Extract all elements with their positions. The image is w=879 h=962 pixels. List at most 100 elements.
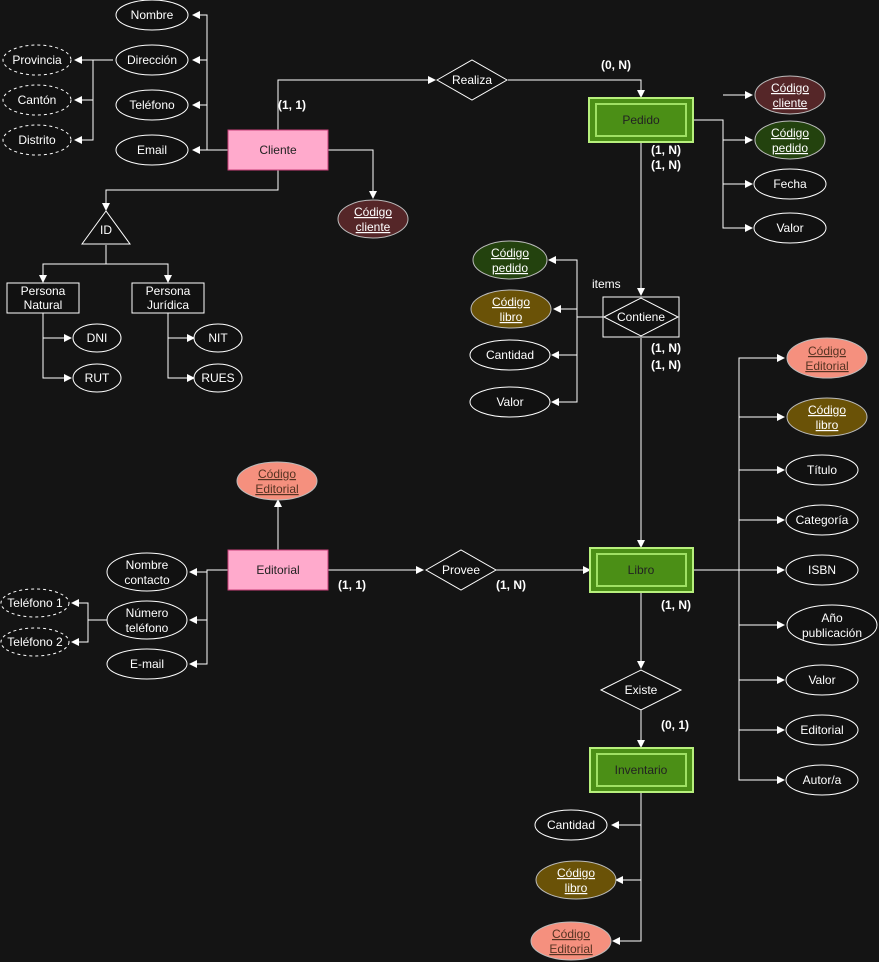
svg-text:Provincia: Provincia — [12, 53, 62, 67]
entity-persona-natural[interactable]: Persona Natural — [6, 282, 80, 314]
attr-libro-autor[interactable]: Autor/a — [785, 764, 859, 796]
relationship-existe[interactable]: Existe — [599, 669, 683, 711]
attr-libro-titulo[interactable]: Título — [785, 454, 859, 486]
attr-pedido-codigo-cliente[interactable]: Código cliente — [754, 75, 826, 115]
attr-canton[interactable]: Cantón — [2, 84, 72, 116]
attr-provincia[interactable]: Provincia — [2, 44, 72, 76]
attr-telefono-2[interactable]: Teléfono 2 — [0, 627, 70, 657]
svg-text:Año: Año — [821, 611, 843, 625]
relationship-realiza[interactable]: Realiza — [435, 59, 509, 101]
attr-contiene-codigo-libro[interactable]: Código libro — [470, 289, 552, 329]
edge-cliente-nombre — [192, 11, 228, 151]
svg-text:Editorial: Editorial — [805, 359, 848, 373]
svg-text:Valor: Valor — [808, 673, 835, 687]
svg-text:Cliente: Cliente — [259, 143, 297, 157]
card-editorial-provee: (1, 1) — [338, 578, 366, 592]
attr-libro-isbn[interactable]: ISBN — [785, 554, 859, 586]
attr-contiene-codigo-pedido[interactable]: Código pedido — [472, 240, 548, 280]
svg-text:Código: Código — [771, 126, 809, 140]
svg-text:Código: Código — [491, 246, 529, 260]
svg-text:pedido: pedido — [772, 141, 808, 155]
entity-inventario[interactable]: Inventario — [589, 747, 694, 793]
entity-libro[interactable]: Libro — [589, 547, 694, 593]
svg-text:Autor/a: Autor/a — [803, 773, 842, 787]
attr-e-mail[interactable]: E-mail — [106, 648, 188, 680]
card-pedido-contiene-2: (1, N) — [651, 158, 681, 172]
edge-cliente-codigo — [328, 149, 377, 199]
entity-pedido[interactable]: Pedido — [588, 97, 694, 143]
attr-inventario-cantidad[interactable]: Cantidad — [534, 809, 608, 841]
attr-nombre[interactable]: Nombre — [115, 0, 189, 31]
card-cliente-realiza: (1, 1) — [278, 98, 306, 112]
edge-contiene-codped — [548, 256, 604, 318]
svg-text:Distrito: Distrito — [18, 133, 56, 147]
edge-realiza-pedido — [508, 79, 645, 98]
attr-nit[interactable]: NIT — [193, 323, 243, 353]
svg-text:Valor: Valor — [776, 221, 803, 235]
svg-text:E-mail: E-mail — [130, 657, 164, 671]
svg-text:Nombre: Nombre — [131, 8, 174, 22]
attr-libro-editorial[interactable]: Editorial — [785, 714, 859, 746]
card-contiene-libro-2: (1, N) — [651, 358, 681, 372]
svg-text:Código: Código — [808, 403, 846, 417]
attr-libro-valor[interactable]: Valor — [785, 664, 859, 696]
svg-text:Provee: Provee — [442, 563, 480, 577]
edge-id-natural — [39, 245, 107, 283]
attr-libro-codigo-libro[interactable]: Código libro — [786, 397, 868, 437]
attr-contiene-valor[interactable]: Valor — [469, 386, 551, 418]
svg-text:Persona: Persona — [146, 284, 191, 298]
card-existe-inventario: (0, 1) — [661, 718, 689, 732]
attr-telefono[interactable]: Teléfono — [115, 89, 189, 121]
svg-text:Existe: Existe — [625, 683, 658, 697]
svg-text:Nombre: Nombre — [126, 558, 169, 572]
attr-contiene-cantidad[interactable]: Cantidad — [469, 339, 551, 371]
svg-text:publicación: publicación — [802, 626, 862, 640]
attr-pedido-codigo-pedido[interactable]: Código pedido — [754, 120, 826, 160]
edge-libro-codedit — [693, 354, 785, 571]
attr-libro-categoria[interactable]: Categoría — [785, 504, 859, 536]
attr-email[interactable]: Email — [115, 134, 189, 166]
svg-text:libro: libro — [565, 881, 588, 895]
svg-text:NIT: NIT — [208, 331, 228, 345]
relationship-contiene[interactable]: Contiene — [602, 296, 680, 338]
attr-direccion[interactable]: Dirección — [115, 44, 189, 76]
entity-editorial[interactable]: Editorial — [227, 549, 329, 591]
attr-cliente-codigo-cliente[interactable]: Código cliente — [337, 199, 409, 239]
attr-telefono-1[interactable]: Teléfono 1 — [0, 588, 70, 618]
attr-dni[interactable]: DNI — [72, 323, 122, 353]
edge-contiene-valor — [551, 317, 578, 406]
attr-inventario-codigo-editorial[interactable]: Código Editorial — [530, 921, 612, 961]
relationship-id[interactable]: ID — [81, 210, 131, 245]
edge-cliente-realiza — [277, 76, 436, 130]
svg-text:pedido: pedido — [492, 261, 528, 275]
svg-text:Editorial: Editorial — [255, 482, 298, 496]
attr-libro-anio-publicacion[interactable]: Año publicación — [786, 604, 878, 646]
svg-text:Realiza: Realiza — [452, 73, 492, 87]
cardinality-labels: (1, 1) (0, N) (1, N) (1, N) (1, N) (1, N… — [278, 58, 691, 732]
attr-editorial-codigo-editorial[interactable]: Código Editorial — [236, 461, 318, 501]
attr-rut[interactable]: RUT — [72, 363, 122, 393]
entity-persona-juridica[interactable]: Persona Jurídica — [131, 282, 205, 314]
edges — [39, 11, 785, 945]
card-provee-libro: (1, N) — [496, 578, 526, 592]
attr-pedido-valor[interactable]: Valor — [753, 212, 827, 244]
svg-text:Código: Código — [557, 866, 595, 880]
edge-cliente-id — [102, 170, 279, 211]
attr-distrito[interactable]: Distrito — [2, 124, 72, 156]
svg-text:Categoría: Categoría — [796, 513, 849, 527]
attr-pedido-fecha[interactable]: Fecha — [753, 168, 827, 200]
attr-nombre-contacto[interactable]: Nombre contacto — [106, 552, 188, 592]
relationship-provee[interactable]: Provee — [424, 549, 498, 591]
entity-cliente[interactable]: Cliente — [227, 129, 329, 171]
svg-text:cliente: cliente — [773, 96, 808, 110]
svg-text:Código: Código — [771, 81, 809, 95]
attr-rues[interactable]: RUES — [193, 363, 243, 393]
svg-text:Email: Email — [137, 143, 167, 157]
attr-inventario-codigo-libro[interactable]: Código libro — [535, 860, 617, 900]
attr-libro-codigo-editorial[interactable]: Código Editorial — [786, 337, 868, 379]
attr-numero-telefono[interactable]: Número teléfono — [106, 600, 188, 640]
edge-id-juridica — [106, 263, 172, 283]
label-items: items — [592, 277, 621, 291]
svg-text:Cantón: Cantón — [18, 93, 57, 107]
